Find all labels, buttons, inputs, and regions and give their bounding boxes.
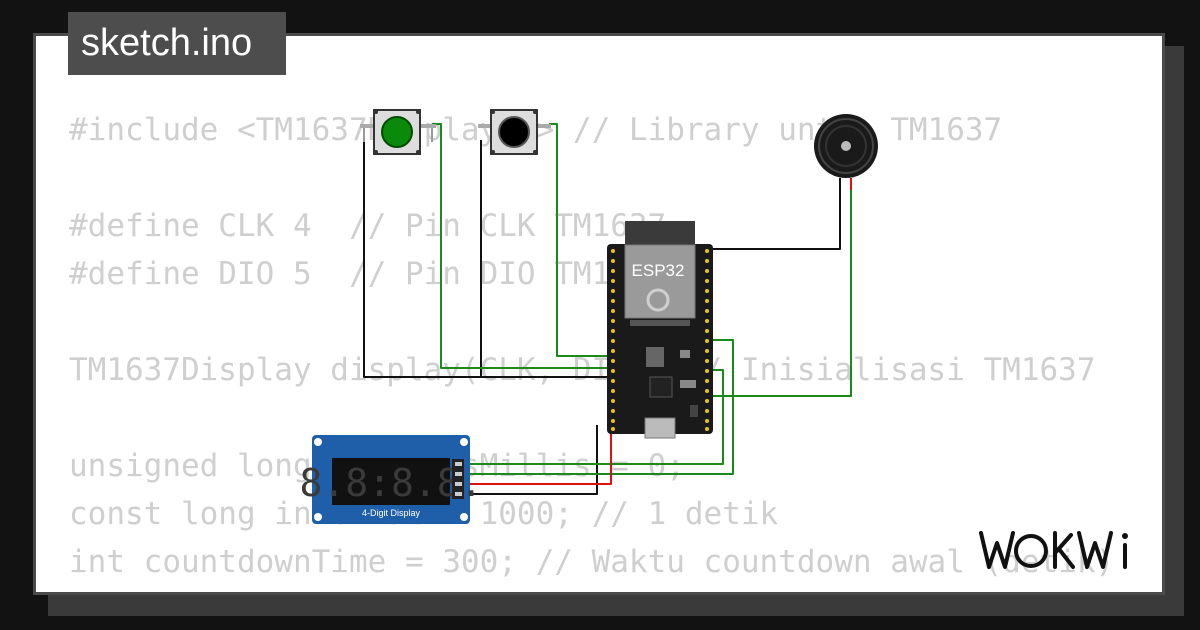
wire-green-buzzer xyxy=(711,178,852,397)
wokwi-logo xyxy=(979,531,1128,569)
display-label: 4-Digit Display xyxy=(362,508,421,518)
wire-red-display xyxy=(462,425,612,485)
wire-black-button1 xyxy=(363,140,611,378)
push-button-black[interactable] xyxy=(478,109,551,155)
wire-black-display xyxy=(462,425,598,495)
wire-green-button1 xyxy=(432,123,611,369)
push-button-green[interactable] xyxy=(360,109,436,155)
wire-green-button2 xyxy=(549,123,611,357)
wire-green-clk xyxy=(462,339,734,475)
espressif-logo-icon xyxy=(646,288,670,312)
wire-green-dio xyxy=(462,369,724,465)
buzzer[interactable] xyxy=(814,114,878,178)
esp32-label: ESP32 xyxy=(632,261,685,280)
file-tab[interactable]: sketch.ino xyxy=(68,12,286,75)
wire-black-buzzer xyxy=(711,178,841,250)
tm1637-display-module[interactable]: 8.8:8.8. 4-Digit Display xyxy=(299,435,483,524)
esp32-board[interactable]: ESP32 xyxy=(607,221,713,439)
